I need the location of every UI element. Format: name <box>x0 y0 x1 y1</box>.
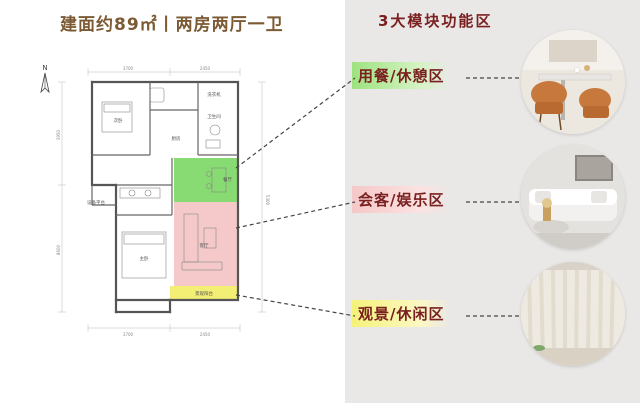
room-bathroom: 卫生间 <box>207 113 221 120</box>
dim-left-1: 3950 <box>56 129 61 140</box>
modules-title: 3大模块功能区 <box>378 12 493 30</box>
room-bedroom-top: 次卧 <box>114 117 123 124</box>
dim-right-1: 5300 <box>265 195 270 206</box>
dining-zone <box>174 158 238 202</box>
room-equipment: 设备平台 <box>87 199 105 206</box>
zone-view-label: 观景/休闲区 <box>352 300 451 327</box>
page-title: 建面约89㎡丨两房两厅一卫 <box>60 15 284 35</box>
zone-dining-label: 用餐/休憩区 <box>352 62 451 89</box>
floor-plan: 3700 2450 3700 2450 3950 8600 5300 <box>56 66 270 337</box>
sheer-curtain-photo <box>521 262 625 366</box>
balcony-zone <box>170 286 238 300</box>
room-balcony: 景观阳台 <box>195 290 213 297</box>
sofa-living-room-photo <box>521 145 625 249</box>
dim-left-2: 8600 <box>56 244 61 255</box>
dim-top-1: 3700 <box>123 66 134 71</box>
living-zone <box>174 202 238 286</box>
dim-top-2: 2450 <box>200 66 211 71</box>
room-master: 主卧 <box>140 255 149 262</box>
zone-living-label: 会客/娱乐区 <box>352 186 451 213</box>
compass-icon: N <box>40 64 50 94</box>
dim-bottom-1: 3700 <box>123 332 134 337</box>
room-kitchen: 厨房 <box>172 135 181 142</box>
compass-letter: N <box>42 64 47 72</box>
room-living: 客厅 <box>200 242 209 249</box>
dining-chairs-photo <box>521 30 625 134</box>
room-dining: 餐厅 <box>223 176 232 183</box>
dim-bottom-2: 2450 <box>200 332 211 337</box>
room-laundry: 洗衣机 <box>207 91 221 98</box>
